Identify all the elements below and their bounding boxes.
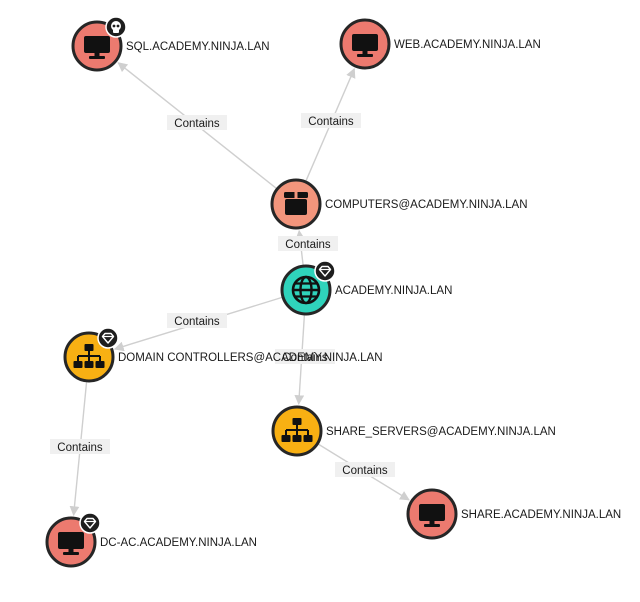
- edge-label-bg: [301, 113, 361, 128]
- node-dc_ac[interactable]: DC-AC.ACADEMY.NINJA.LAN: [45, 512, 257, 568]
- skull-icon: [105, 16, 127, 38]
- edge-academy-share_servers[interactable]: Contains: [275, 314, 335, 406]
- edge-label: Contains: [342, 465, 388, 477]
- node-computers[interactable]: COMPUTERS@ACADEMY.NINJA.LAN: [270, 178, 528, 230]
- node-sql[interactable]: SQL.ACADEMY.NINJA.LAN: [71, 16, 270, 72]
- edge-academy-computers[interactable]: Contains: [278, 229, 338, 266]
- edge-label-bg: [167, 115, 227, 130]
- edge-label: Contains: [282, 352, 328, 364]
- node-label: ACADEMY.NINJA.LAN: [335, 285, 452, 297]
- node-dc_ou[interactable]: DOMAIN CONTROLLERS@ACADEMY.NINJA.LAN: [63, 327, 383, 383]
- edge-label: Contains: [285, 239, 331, 251]
- edge-dc_ou-dc_ac[interactable]: Contains: [50, 381, 110, 517]
- edge-label-bg: [335, 462, 395, 477]
- edge-computers-sql[interactable]: Contains: [117, 62, 277, 190]
- gem-icon: [79, 512, 101, 534]
- node-web[interactable]: WEB.ACADEMY.NINJA.LAN: [339, 18, 541, 70]
- edge-label: Contains: [174, 118, 220, 130]
- edge-label: Contains: [174, 316, 220, 328]
- gem-icon: [97, 327, 119, 349]
- gem-icon: [314, 260, 336, 282]
- edge-label-bg: [50, 439, 110, 454]
- monitor-icon: [58, 532, 84, 555]
- node-label: COMPUTERS@ACADEMY.NINJA.LAN: [325, 199, 528, 211]
- edge-academy-dc_ou[interactable]: Contains: [113, 296, 283, 352]
- node-share_servers[interactable]: SHARE_SERVERS@ACADEMY.NINJA.LAN: [271, 405, 556, 457]
- edge-computers-web[interactable]: Contains: [301, 67, 361, 182]
- edge-label-bg: [275, 349, 335, 364]
- edge-label-bg: [278, 236, 338, 251]
- node-academy[interactable]: ACADEMY.NINJA.LAN: [280, 260, 452, 316]
- node-share[interactable]: SHARE.ACADEMY.NINJA.LAN: [406, 488, 621, 540]
- node-label: SQL.ACADEMY.NINJA.LAN: [126, 41, 270, 53]
- node-label: SHARE.ACADEMY.NINJA.LAN: [461, 509, 621, 521]
- globe-icon: [291, 275, 321, 305]
- edge-share_servers-share[interactable]: Contains: [317, 443, 410, 501]
- sitemap-icon: [281, 418, 313, 442]
- node-label: DC-AC.ACADEMY.NINJA.LAN: [100, 537, 257, 549]
- monitor-icon: [352, 34, 378, 57]
- edge-label: Contains: [308, 116, 354, 128]
- box-icon: [284, 192, 308, 215]
- monitor-icon: [84, 36, 110, 59]
- node-label: SHARE_SERVERS@ACADEMY.NINJA.LAN: [326, 426, 556, 438]
- nodes-layer: SQL.ACADEMY.NINJA.LAN WEB.ACADEMY.NINJA.L…: [45, 16, 621, 568]
- sitemap-icon: [73, 344, 105, 368]
- monitor-icon: [419, 504, 445, 527]
- node-label: DOMAIN CONTROLLERS@ACADEMY.NINJA.LAN: [118, 352, 383, 364]
- edge-label: Contains: [57, 442, 103, 454]
- node-label: WEB.ACADEMY.NINJA.LAN: [394, 39, 541, 51]
- edge-label-bg: [167, 313, 227, 328]
